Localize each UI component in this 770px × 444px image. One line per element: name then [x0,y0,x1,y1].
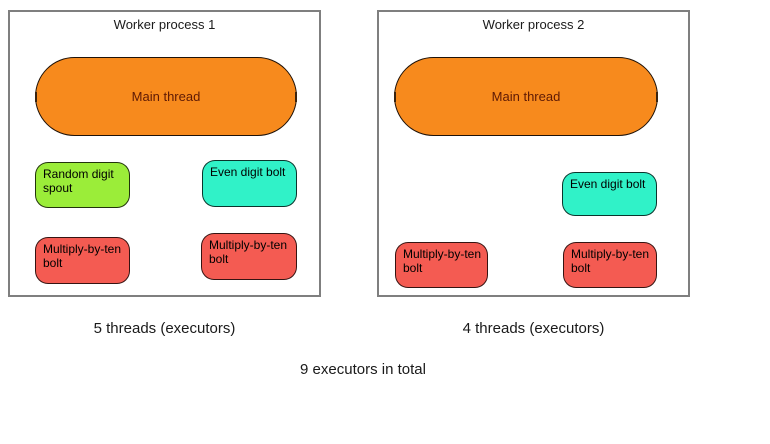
executor-random-digit-spout: Random digit spout [35,162,130,208]
executor-label: Random digit spout [43,167,114,195]
worker-2-threads-caption: 4 threads (executors) [462,320,605,337]
executor-label: Multiply-by-ten bolt [43,242,122,270]
executor-multiply-by-ten-bolt: Multiply-by-ten bolt [35,237,130,284]
worker-process-1-panel: Worker process 1 Main thread Random digi… [8,10,321,297]
main-thread-shape: Main thread [35,57,297,136]
executor-label: Multiply-by-ten bolt [403,247,482,275]
panel-title: Worker process 2 [482,17,585,32]
worker-1-threads-caption: 5 threads (executors) [93,320,236,337]
executor-label: Multiply-by-ten bolt [209,238,288,266]
executor-multiply-by-ten-bolt: Multiply-by-ten bolt [563,242,657,288]
worker-process-2-panel: Worker process 2 Main thread Even digit … [377,10,690,297]
executor-label: Even digit bolt [210,165,286,179]
main-thread-shape: Main thread [394,57,658,136]
executor-multiply-by-ten-bolt: Multiply-by-ten bolt [395,242,488,288]
main-thread-label: Main thread [491,89,561,104]
executor-label: Even digit bolt [570,177,646,191]
total-executors-caption: 9 executors in total [300,361,426,378]
executor-multiply-by-ten-bolt: Multiply-by-ten bolt [201,233,297,280]
executor-even-digit-bolt: Even digit bolt [562,172,657,216]
main-thread-label: Main thread [131,89,201,104]
executor-label: Multiply-by-ten bolt [571,247,650,275]
panel-title: Worker process 1 [113,17,216,32]
executor-even-digit-bolt: Even digit bolt [202,160,297,207]
